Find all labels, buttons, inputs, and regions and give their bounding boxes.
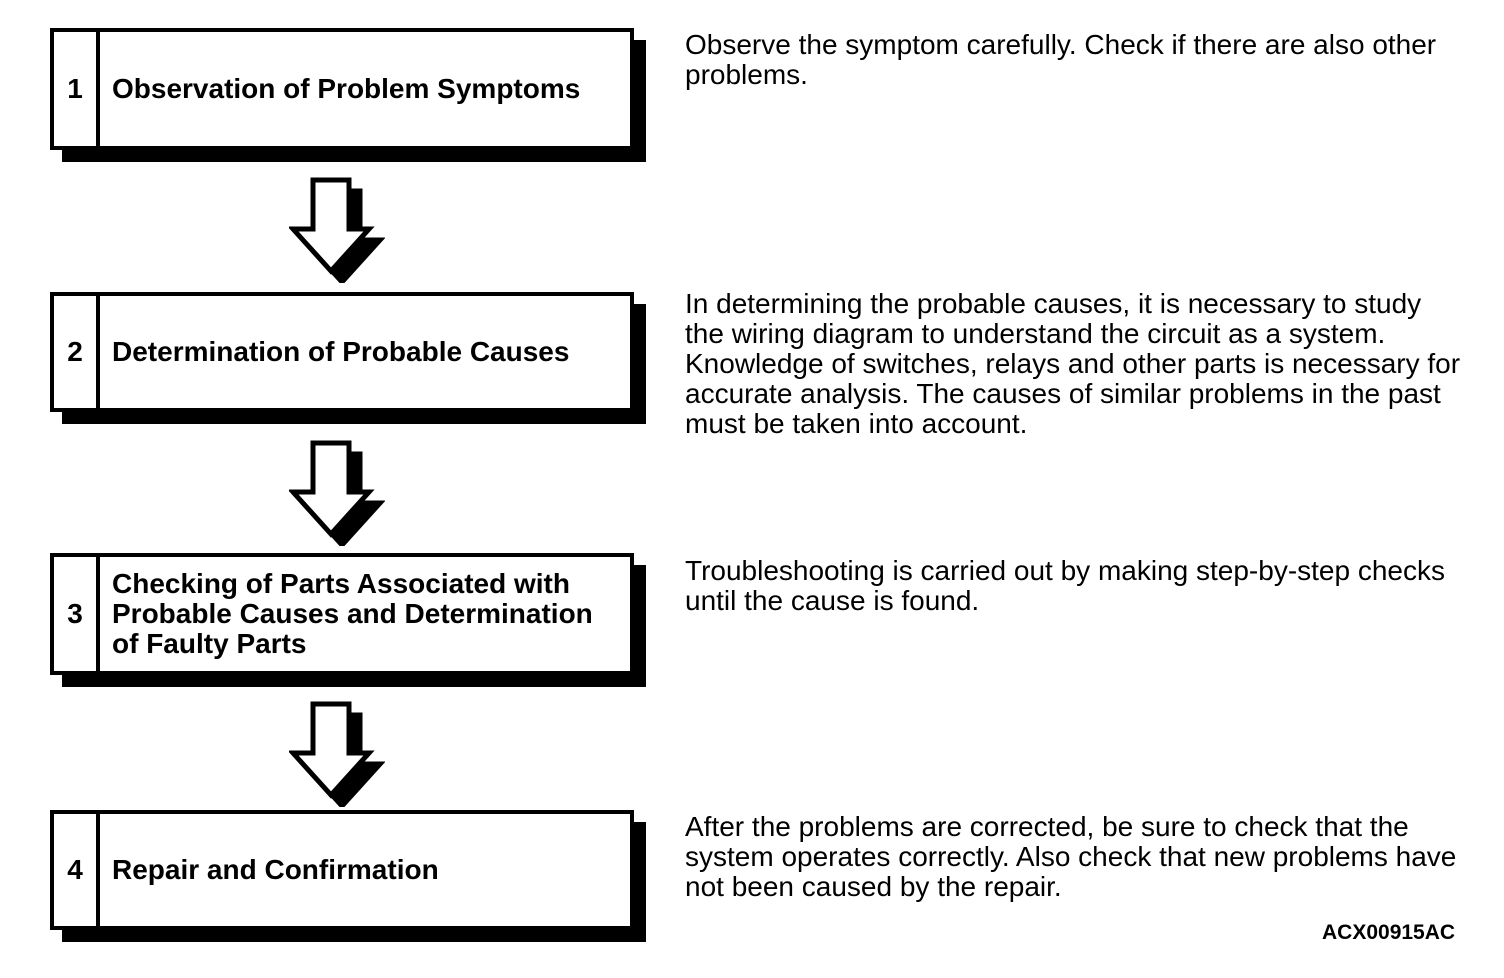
down-arrow-icon: [289, 701, 385, 807]
step-number: 4: [54, 814, 100, 926]
step-number: 2: [54, 296, 100, 408]
step-number: 3: [54, 557, 100, 671]
step-description: Troubleshooting is carried out by making…: [685, 555, 1445, 616]
step-box-4: 4 Repair and Confirmation: [50, 810, 634, 930]
step-box-2: 2 Determination of Probable Causes: [50, 292, 634, 412]
figure-code: ACX00915AC: [1322, 921, 1456, 944]
step-box-1: 1 Observation of Problem Symptoms: [50, 28, 634, 150]
step-description: Observe the symptom carefully. Check if …: [685, 29, 1437, 90]
step-title: Checking of Parts Associated with Probab…: [112, 567, 593, 660]
step-number: 1: [54, 32, 100, 146]
down-arrow-icon: [289, 440, 385, 546]
step-description: In determining the probable causes, it i…: [685, 288, 1461, 439]
step-title: Repair and Confirmation: [112, 853, 439, 885]
step-title: Determination of Probable Causes: [112, 335, 570, 367]
step-box-3: 3 Checking of Parts Associated with Prob…: [50, 553, 634, 675]
down-arrow-icon: [289, 177, 385, 283]
step-description: After the problems are corrected, be sur…: [685, 811, 1457, 902]
step-title: Observation of Problem Symptoms: [112, 72, 581, 104]
